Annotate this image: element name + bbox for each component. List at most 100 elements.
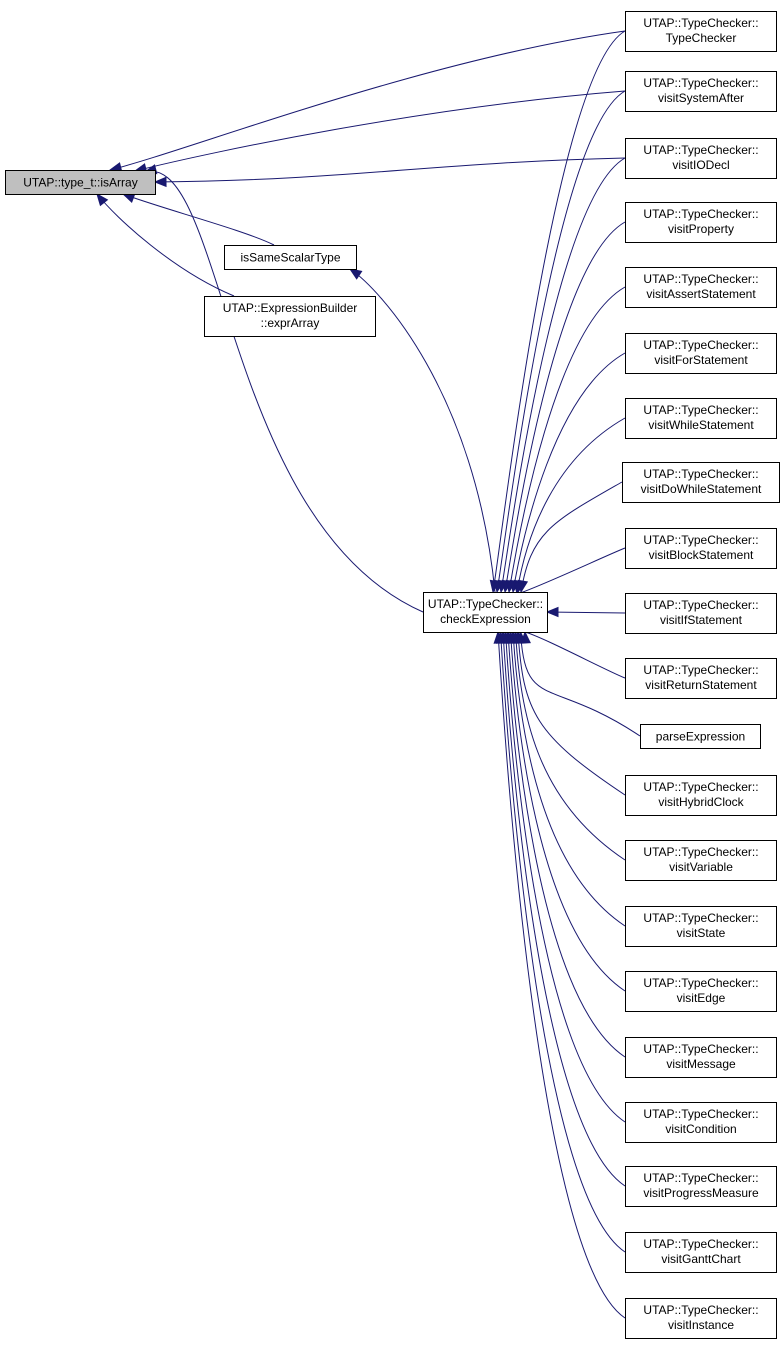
node-label: UTAP::TypeChecker::: [643, 467, 758, 481]
node-label: visitState: [677, 926, 726, 940]
node-box: [625, 138, 777, 179]
edge-line: [516, 547, 626, 595]
edge-line: [510, 631, 626, 992]
node-hybrid[interactable]: UTAP::TypeChecker::visitHybridClock: [625, 775, 777, 816]
node-label: UTAP::TypeChecker::: [643, 16, 758, 30]
node-box: [224, 245, 357, 270]
node-if[interactable]: UTAP::TypeChecker::visitIfStatement: [625, 593, 777, 634]
edge-if-to-check: [545, 606, 626, 618]
edge-arrowhead: [493, 630, 504, 644]
node-box: [625, 1166, 777, 1207]
edge-return-to-check: [520, 630, 626, 679]
edge-check-to-issame: [348, 268, 496, 593]
node-assert[interactable]: UTAP::TypeChecker::visitAssertStatement: [625, 267, 777, 308]
edge-line: [505, 631, 626, 1123]
edge-for-to-check: [509, 352, 626, 594]
edge-line: [96, 193, 235, 297]
edge-line: [508, 286, 626, 593]
node-box: [622, 462, 780, 503]
node-instance[interactable]: UTAP::TypeChecker::visitInstance: [625, 1298, 777, 1339]
node-label: UTAP::TypeChecker::: [643, 1107, 758, 1121]
edge-line: [154, 157, 626, 183]
node-box: [625, 593, 777, 634]
node-box: [625, 71, 777, 112]
node-message[interactable]: UTAP::TypeChecker::visitMessage: [625, 1037, 777, 1078]
node-root[interactable]: UTAP::type_t::isArray: [5, 170, 156, 195]
node-label: UTAP::TypeChecker::: [643, 143, 758, 157]
node-parse[interactable]: parseExpression: [640, 724, 761, 749]
node-gantt[interactable]: UTAP::TypeChecker::visitGanttChart: [625, 1232, 777, 1273]
node-edge[interactable]: UTAP::TypeChecker::visitEdge: [625, 971, 777, 1012]
edge-assert-to-check: [505, 286, 626, 594]
edge-line: [504, 221, 626, 593]
edge-arrowhead: [513, 581, 525, 596]
node-check[interactable]: UTAP::TypeChecker::checkExpression: [423, 592, 548, 633]
edge-line: [512, 352, 626, 593]
edge-iodecl-to-check: [497, 157, 626, 594]
edge-line: [134, 90, 626, 172]
nodes-layer: UTAP::type_t::isArrayisSameScalarTypeUTA…: [5, 11, 780, 1339]
edge-line: [109, 30, 626, 171]
node-box: [625, 658, 777, 699]
node-box: [625, 1232, 777, 1273]
edge-while-to-check: [513, 417, 626, 594]
node-label: UTAP::TypeChecker::: [643, 663, 758, 677]
edge-line: [500, 631, 626, 1253]
edge-hybrid-to-check: [513, 630, 626, 796]
node-dowhile[interactable]: UTAP::TypeChecker::visitDoWhileStatement: [622, 462, 780, 503]
node-label: visitWhileStatement: [648, 418, 754, 432]
node-box: [625, 202, 777, 243]
node-label: visitForStatement: [654, 353, 748, 367]
node-label: UTAP::TypeChecker::: [643, 1042, 758, 1056]
node-return[interactable]: UTAP::TypeChecker::visitReturnStatement: [625, 658, 777, 699]
node-property[interactable]: UTAP::TypeChecker::visitProperty: [625, 202, 777, 243]
node-box: [625, 775, 777, 816]
node-label: visitProperty: [668, 222, 734, 236]
node-label: visitEdge: [677, 991, 726, 1005]
node-label: UTAP::TypeChecker::: [643, 272, 758, 286]
node-typechecker[interactable]: UTAP::TypeChecker::TypeChecker: [625, 11, 777, 52]
node-variable[interactable]: UTAP::TypeChecker::visitVariable: [625, 840, 777, 881]
node-label: UTAP::TypeChecker::: [643, 845, 758, 859]
node-sysafter[interactable]: UTAP::TypeChecker::visitSystemAfter: [625, 71, 777, 112]
node-label: visitGanttChart: [661, 1252, 741, 1266]
node-exprarray[interactable]: UTAP::ExpressionBuilder::exprArray: [204, 296, 376, 337]
edge-typechecker-to-root: [108, 30, 626, 173]
node-label: UTAP::TypeChecker::: [643, 338, 758, 352]
node-label: visitSystemAfter: [658, 91, 744, 105]
edge-line: [520, 631, 641, 737]
node-label: visitHybridClock: [658, 795, 744, 809]
node-label: UTAP::TypeChecker::: [643, 533, 758, 547]
node-label: UTAP::TypeChecker::: [643, 598, 758, 612]
edge-block-to-check: [513, 547, 626, 596]
node-box: [204, 296, 376, 337]
node-label: visitIfStatement: [660, 613, 743, 627]
node-state[interactable]: UTAP::TypeChecker::visitState: [625, 906, 777, 947]
node-label: UTAP::TypeChecker::: [643, 1303, 758, 1317]
node-label: isSameScalarType: [240, 251, 340, 265]
node-condition[interactable]: UTAP::TypeChecker::visitCondition: [625, 1102, 777, 1143]
edge-line: [512, 631, 626, 927]
node-label: UTAP::TypeChecker::: [643, 911, 758, 925]
node-block[interactable]: UTAP::TypeChecker::visitBlockStatement: [625, 528, 777, 569]
edge-arrowhead: [153, 176, 167, 188]
node-progress[interactable]: UTAP::TypeChecker::visitProgressMeasure: [625, 1166, 777, 1207]
node-while[interactable]: UTAP::TypeChecker::visitWhileStatement: [625, 398, 777, 439]
edge-line: [122, 193, 275, 246]
edge-arrowhead: [96, 192, 109, 207]
node-issame[interactable]: isSameScalarType: [224, 245, 357, 270]
node-for[interactable]: UTAP::TypeChecker::visitForStatement: [625, 333, 777, 374]
node-label: parseExpression: [656, 730, 745, 744]
node-label: UTAP::type_t::isArray: [23, 176, 137, 190]
node-label: TypeChecker: [666, 31, 737, 45]
edge-state-to-check: [508, 630, 626, 927]
node-label: UTAP::TypeChecker::: [643, 76, 758, 90]
edge-arrowhead: [348, 268, 363, 280]
edge-line: [507, 631, 626, 1058]
edge-line: [516, 417, 626, 593]
node-label: visitMessage: [666, 1057, 736, 1071]
node-iodecl[interactable]: UTAP::TypeChecker::visitIODecl: [625, 138, 777, 179]
node-label: UTAP::TypeChecker::: [643, 1237, 758, 1251]
node-box: [423, 592, 548, 633]
